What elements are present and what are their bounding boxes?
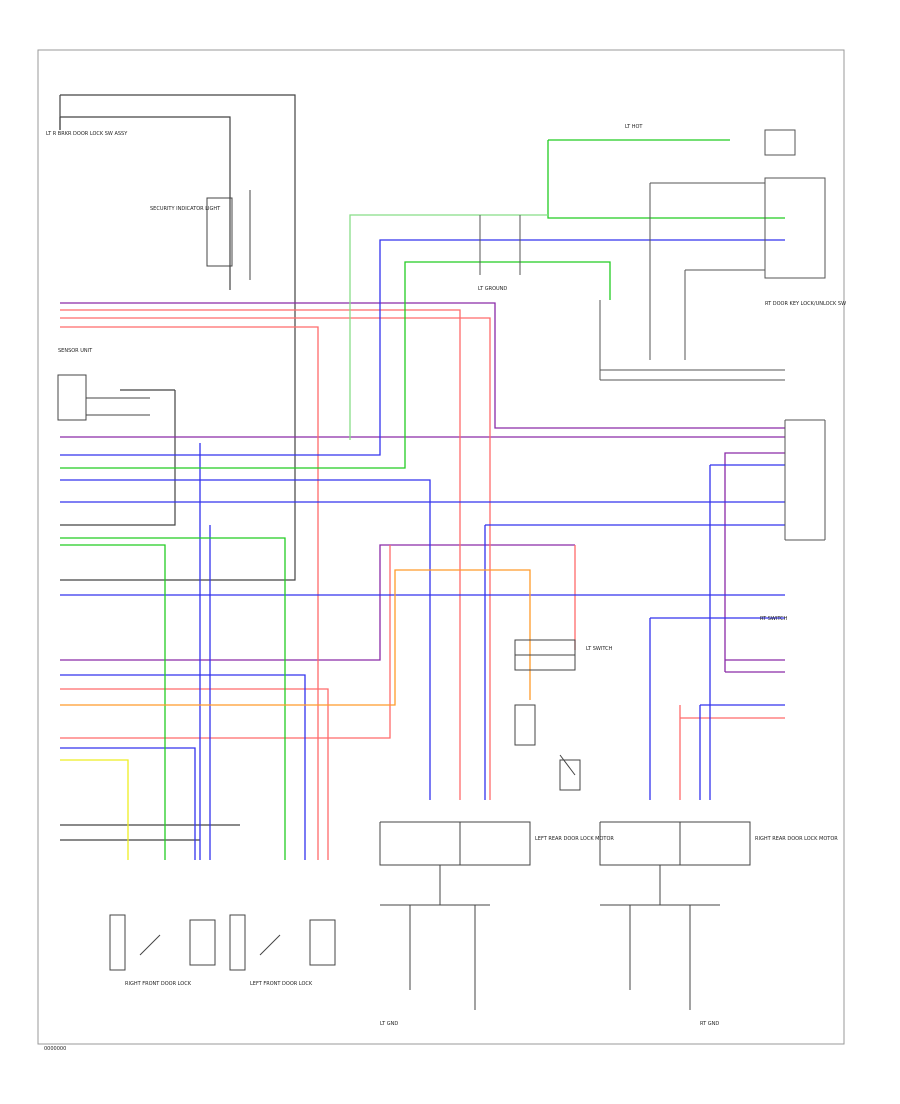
lt-switch-block (514, 639, 581, 791)
gray-wires (479, 129, 826, 541)
label-rt-switch: RT SWITCH (760, 616, 788, 622)
sensor-box (57, 374, 150, 421)
label-left-front-door: LEFT FRONT DOOR LOCK (250, 981, 313, 987)
green-wires (60, 139, 785, 860)
diagram-border (37, 49, 845, 1045)
light-green-wires (349, 214, 548, 440)
label-key-unlock-sw: RT DOOR KEY LOCK/UNLOCK SW (765, 301, 846, 307)
label-group: LT R BRKR DOOR LOCK SW ASSY SECURITY IND… (44, 124, 846, 1052)
lower-switch-left (379, 821, 531, 1010)
label-footer: 0000000 (44, 1046, 66, 1052)
label-lt-ground: LT GROUND (478, 286, 507, 292)
label-rear-door-rt: RIGHT REAR DOOR LOCK MOTOR (755, 836, 838, 842)
violet-wires (60, 302, 785, 673)
label-ground-left: LT GND (380, 1021, 398, 1027)
label-sensor-unit: SENSOR UNIT (58, 348, 93, 354)
label-rear-door-lt: LEFT REAR DOOR LOCK MOTOR (535, 836, 614, 842)
label-lt-switch: LT SWITCH (586, 646, 613, 652)
label-block-left-top: LT R BRKR DOOR LOCK SW ASSY (46, 131, 128, 137)
lower-switch-right (599, 821, 751, 1010)
label-ground-right: RT GND (700, 1021, 719, 1027)
blue-wires (60, 239, 785, 860)
red-wires (60, 309, 785, 860)
label-lt-hot: LT HOT (625, 124, 643, 130)
label-right-front-door: RIGHT FRONT DOOR LOCK (125, 981, 192, 987)
orange-wire (60, 569, 531, 706)
security-light (206, 190, 251, 280)
black-wires (59, 94, 296, 841)
label-security-light: SECURITY INDICATOR LIGHT (150, 206, 221, 212)
door-lock-left (109, 914, 336, 971)
yellow-wire (60, 759, 129, 860)
